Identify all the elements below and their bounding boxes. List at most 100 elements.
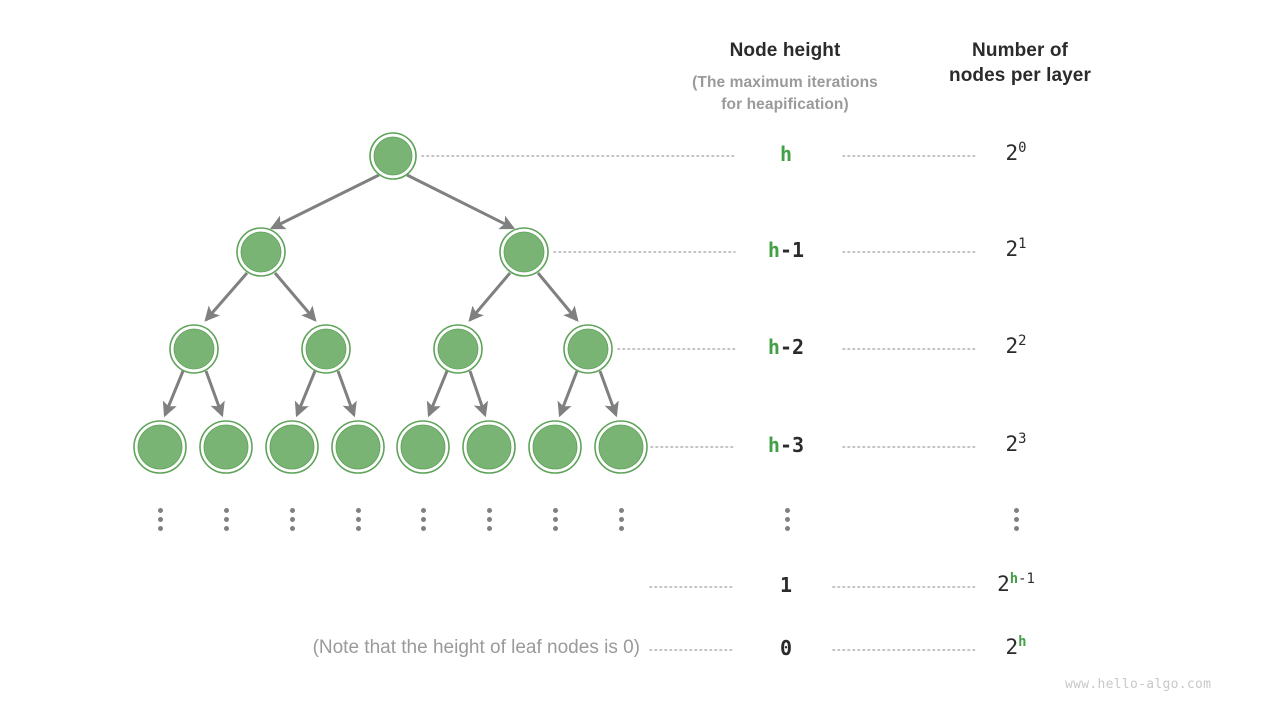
count-exponent: 3 bbox=[1018, 431, 1026, 447]
edge-l2b-left bbox=[294, 370, 317, 418]
height-value-row-1: h-1 bbox=[726, 238, 846, 262]
ellipsis-leaf-5 bbox=[484, 508, 494, 531]
node-count-row-5: 2h bbox=[946, 635, 1086, 659]
count-base: 2 bbox=[1005, 635, 1019, 659]
node-body bbox=[466, 424, 512, 470]
height-offset: -1 bbox=[779, 238, 805, 262]
dot bbox=[157, 526, 163, 531]
ellipsis-leaf-4 bbox=[418, 508, 428, 531]
tree-node-level-1-0 bbox=[236, 227, 286, 277]
exponent-offset: 2 bbox=[1018, 333, 1027, 349]
edge-l1a-right bbox=[273, 272, 317, 322]
column-header-nodes-per-layer: Number of nodes per layer bbox=[900, 38, 1140, 88]
height-symbol-h: h bbox=[767, 433, 780, 457]
ellipsis-leaf-7 bbox=[616, 508, 626, 531]
dot bbox=[1013, 508, 1019, 513]
dot bbox=[486, 517, 492, 522]
exponent-offset: 1 bbox=[1018, 236, 1027, 252]
height-offset: -2 bbox=[779, 335, 805, 359]
tree-node-leaves-1 bbox=[199, 420, 253, 474]
tree-nodes bbox=[133, 132, 648, 474]
tree-node-leaves-3 bbox=[331, 420, 385, 474]
dot bbox=[355, 526, 361, 531]
count-base: 2 bbox=[1005, 334, 1019, 358]
dot bbox=[289, 517, 295, 522]
dot bbox=[618, 517, 624, 522]
edge-l2a-left bbox=[162, 370, 185, 418]
tree-node-level-2-0 bbox=[169, 324, 219, 374]
edge-l1b-left bbox=[468, 272, 512, 322]
tree-node-leaves-0 bbox=[133, 420, 187, 474]
watermark: www.hello-algo.com bbox=[1065, 677, 1212, 692]
exponent-offset: 3 bbox=[1018, 431, 1027, 447]
edge-l2d-right bbox=[598, 370, 619, 418]
edge-l1b-right bbox=[536, 272, 579, 322]
node-count-row-0: 20 bbox=[946, 141, 1086, 165]
tree-node-level-1-1 bbox=[499, 227, 549, 277]
node-count-row-1: 21 bbox=[946, 237, 1086, 261]
tree-node-root-0 bbox=[369, 132, 417, 180]
count-exponent: 0 bbox=[1018, 140, 1026, 156]
edge-root-right bbox=[406, 173, 516, 230]
node-body bbox=[532, 424, 578, 470]
count-exponent: 1 bbox=[1018, 236, 1026, 252]
dot bbox=[289, 526, 295, 531]
dot bbox=[552, 526, 558, 531]
node-count-row-3: 23 bbox=[946, 432, 1086, 456]
dot bbox=[420, 526, 426, 531]
tree-node-leaves-2 bbox=[265, 420, 319, 474]
ellipsis-leaf-0 bbox=[155, 508, 165, 531]
dot bbox=[618, 526, 624, 531]
tree-edges bbox=[162, 173, 619, 418]
dot bbox=[157, 508, 163, 513]
edge-l2c-right bbox=[468, 370, 489, 418]
dot bbox=[223, 517, 229, 522]
column-header-node-height-subtitle: (The maximum iterations for heapificatio… bbox=[655, 72, 915, 116]
count-exponent: h-1 bbox=[1010, 571, 1035, 587]
node-body bbox=[269, 424, 315, 470]
subtitle-line-2: for heapification) bbox=[721, 96, 849, 113]
count-exponent: 2 bbox=[1018, 333, 1026, 349]
node-body bbox=[598, 424, 644, 470]
dot bbox=[223, 508, 229, 513]
edge-l2b-right bbox=[336, 370, 357, 418]
dotted-leaders-count bbox=[832, 155, 976, 651]
dot bbox=[157, 517, 163, 522]
node-body bbox=[203, 424, 249, 470]
node-count-row-2: 22 bbox=[946, 334, 1086, 358]
edge-l2d-left bbox=[557, 370, 579, 418]
ellipsis-leaf-6 bbox=[550, 508, 560, 531]
edge-l2a-right bbox=[204, 370, 225, 418]
ellipsis-leaf-1 bbox=[221, 508, 231, 531]
height-symbol-h: h bbox=[767, 238, 780, 262]
node-body bbox=[137, 424, 183, 470]
exponent-offset: -1 bbox=[1018, 571, 1035, 587]
node-body bbox=[400, 424, 446, 470]
node-count-row-4: 2h-1 bbox=[946, 572, 1086, 596]
dot bbox=[552, 508, 558, 513]
leaf-height-note: (Note that the height of leaf nodes is 0… bbox=[312, 637, 640, 658]
dot bbox=[784, 517, 790, 522]
dot bbox=[355, 508, 361, 513]
node-body bbox=[503, 231, 545, 273]
edge-l1a-left bbox=[204, 272, 249, 322]
height-value-row-0: h bbox=[726, 142, 846, 166]
height-offset: -3 bbox=[779, 433, 805, 457]
height-offset: 0 bbox=[779, 636, 793, 660]
tree-node-level-2-1 bbox=[301, 324, 351, 374]
column-header-node-height: Node height bbox=[729, 40, 841, 61]
node-body bbox=[173, 328, 215, 370]
node-body bbox=[567, 328, 609, 370]
dot bbox=[784, 508, 790, 513]
height-value-row-5: 0 bbox=[726, 636, 846, 660]
node-body bbox=[437, 328, 479, 370]
node-body bbox=[305, 328, 347, 370]
dot bbox=[289, 508, 295, 513]
count-base: 2 bbox=[1005, 141, 1019, 165]
dot bbox=[618, 508, 624, 513]
subtitle-line-1: (The maximum iterations bbox=[692, 74, 878, 91]
ellipsis-leaf-3 bbox=[353, 508, 363, 531]
count-base: 2 bbox=[997, 572, 1010, 596]
